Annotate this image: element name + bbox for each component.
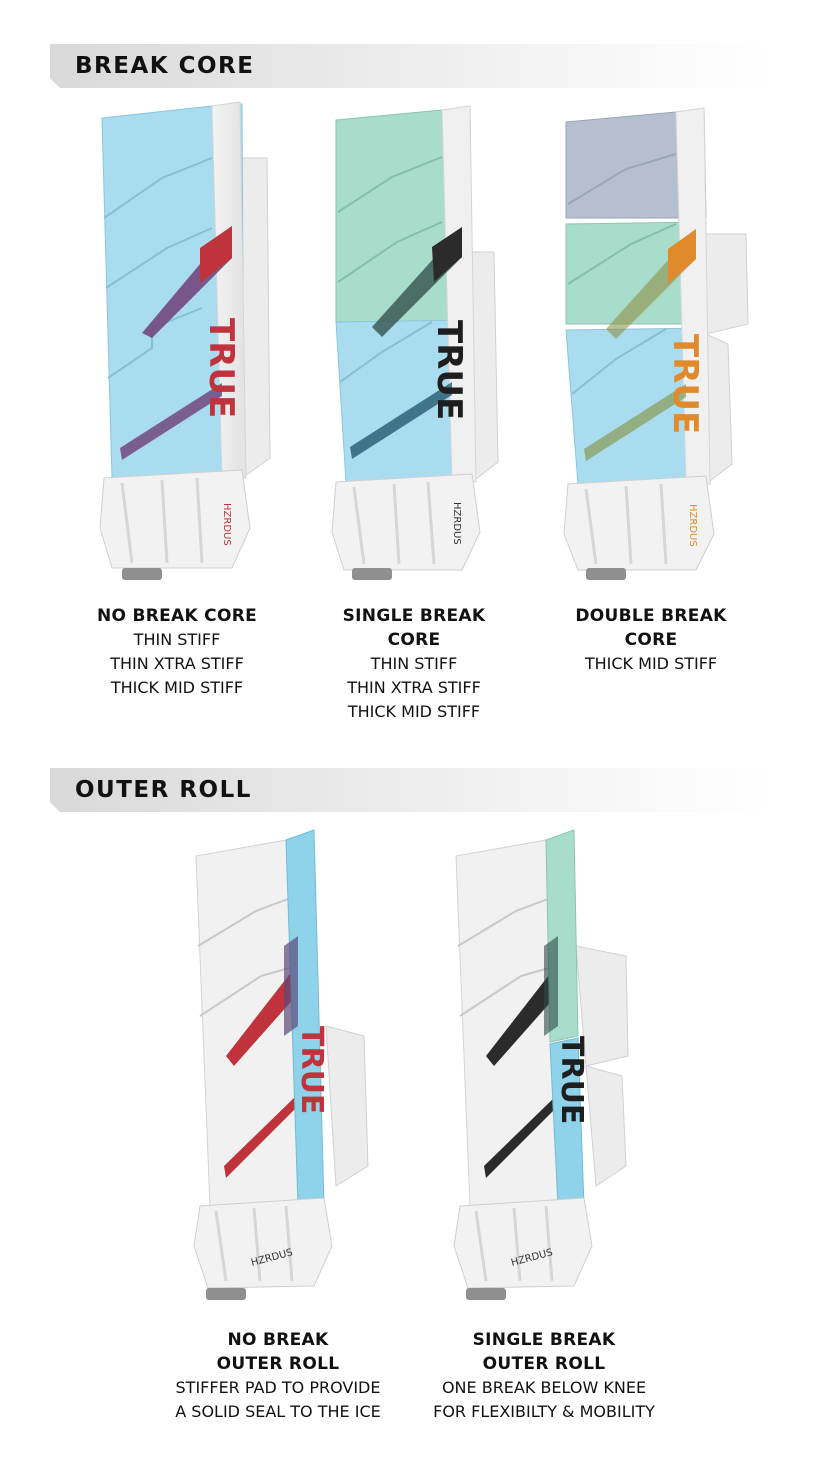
option-title: OUTER ROLL	[216, 1354, 340, 1374]
option-title: CORE	[624, 630, 678, 650]
pad-image-no-break-core: TRUE HZRDUS	[99, 101, 271, 580]
option-no-break-outer-roll: NO BREAK OUTER ROLL STIFFER PAD TO PROVI…	[153, 1328, 403, 1424]
break-core-header: BREAK CORE	[50, 44, 770, 88]
option-line: FOR FLEXIBILTY & MOBILITY	[433, 1402, 655, 1421]
pad-image-single-break-outer-roll: TRUE HZRDUS	[453, 829, 629, 1300]
section-title: OUTER ROLL	[75, 777, 252, 803]
option-line: THICK MID STIFF	[110, 678, 244, 697]
pad-image-no-break-outer-roll: TRUE HZRDUS	[193, 829, 369, 1300]
pad-image-single-break-core: TRUE HZRDUS	[331, 105, 499, 580]
true-logo: TRUE	[201, 318, 241, 418]
option-title: OUTER ROLL	[482, 1354, 606, 1374]
option-line: THIN STIFF	[133, 630, 221, 649]
model-label: HZRDUS	[451, 502, 462, 545]
option-title: SINGLE BREAK	[342, 606, 486, 626]
option-line: THIN XTRA STIFF	[347, 678, 481, 697]
option-line: THICK MID STIFF	[347, 702, 481, 721]
true-logo: TRUE	[294, 1026, 329, 1114]
option-single-break-outer-roll: SINGLE BREAK OUTER ROLL ONE BREAK BELOW …	[414, 1328, 674, 1424]
pad-image-double-break-core: TRUE HZRDUS	[563, 107, 749, 580]
option-line: THIN XTRA STIFF	[110, 654, 244, 673]
outer-roll-header: OUTER ROLL	[50, 768, 770, 812]
true-logo: TRUE	[429, 320, 469, 420]
option-line: A SOLID SEAL TO THE ICE	[175, 1402, 381, 1421]
option-double-break-core: DOUBLE BREAK CORE THICK MID STIFF	[546, 604, 756, 676]
option-line: THICK MID STIFF	[584, 654, 718, 673]
option-title: DOUBLE BREAK	[575, 606, 727, 626]
option-single-break-core: SINGLE BREAK CORE THIN STIFF THIN XTRA S…	[309, 604, 519, 724]
option-no-break-core: NO BREAK CORE THIN STIFF THIN XTRA STIFF…	[72, 604, 282, 700]
model-label: HZRDUS	[221, 503, 232, 546]
option-line: STIFFER PAD TO PROVIDE	[175, 1378, 381, 1397]
option-line: ONE BREAK BELOW KNEE	[441, 1378, 647, 1397]
true-logo: TRUE	[665, 334, 705, 434]
option-title: SINGLE BREAK	[472, 1330, 616, 1350]
option-title: NO BREAK	[227, 1330, 329, 1350]
option-title: CORE	[387, 630, 441, 650]
model-label: HZRDUS	[687, 504, 698, 547]
true-logo: TRUE	[554, 1036, 589, 1124]
option-title: NO BREAK CORE	[96, 606, 258, 626]
section-title: BREAK CORE	[75, 53, 255, 79]
option-line: THIN STIFF	[370, 654, 458, 673]
